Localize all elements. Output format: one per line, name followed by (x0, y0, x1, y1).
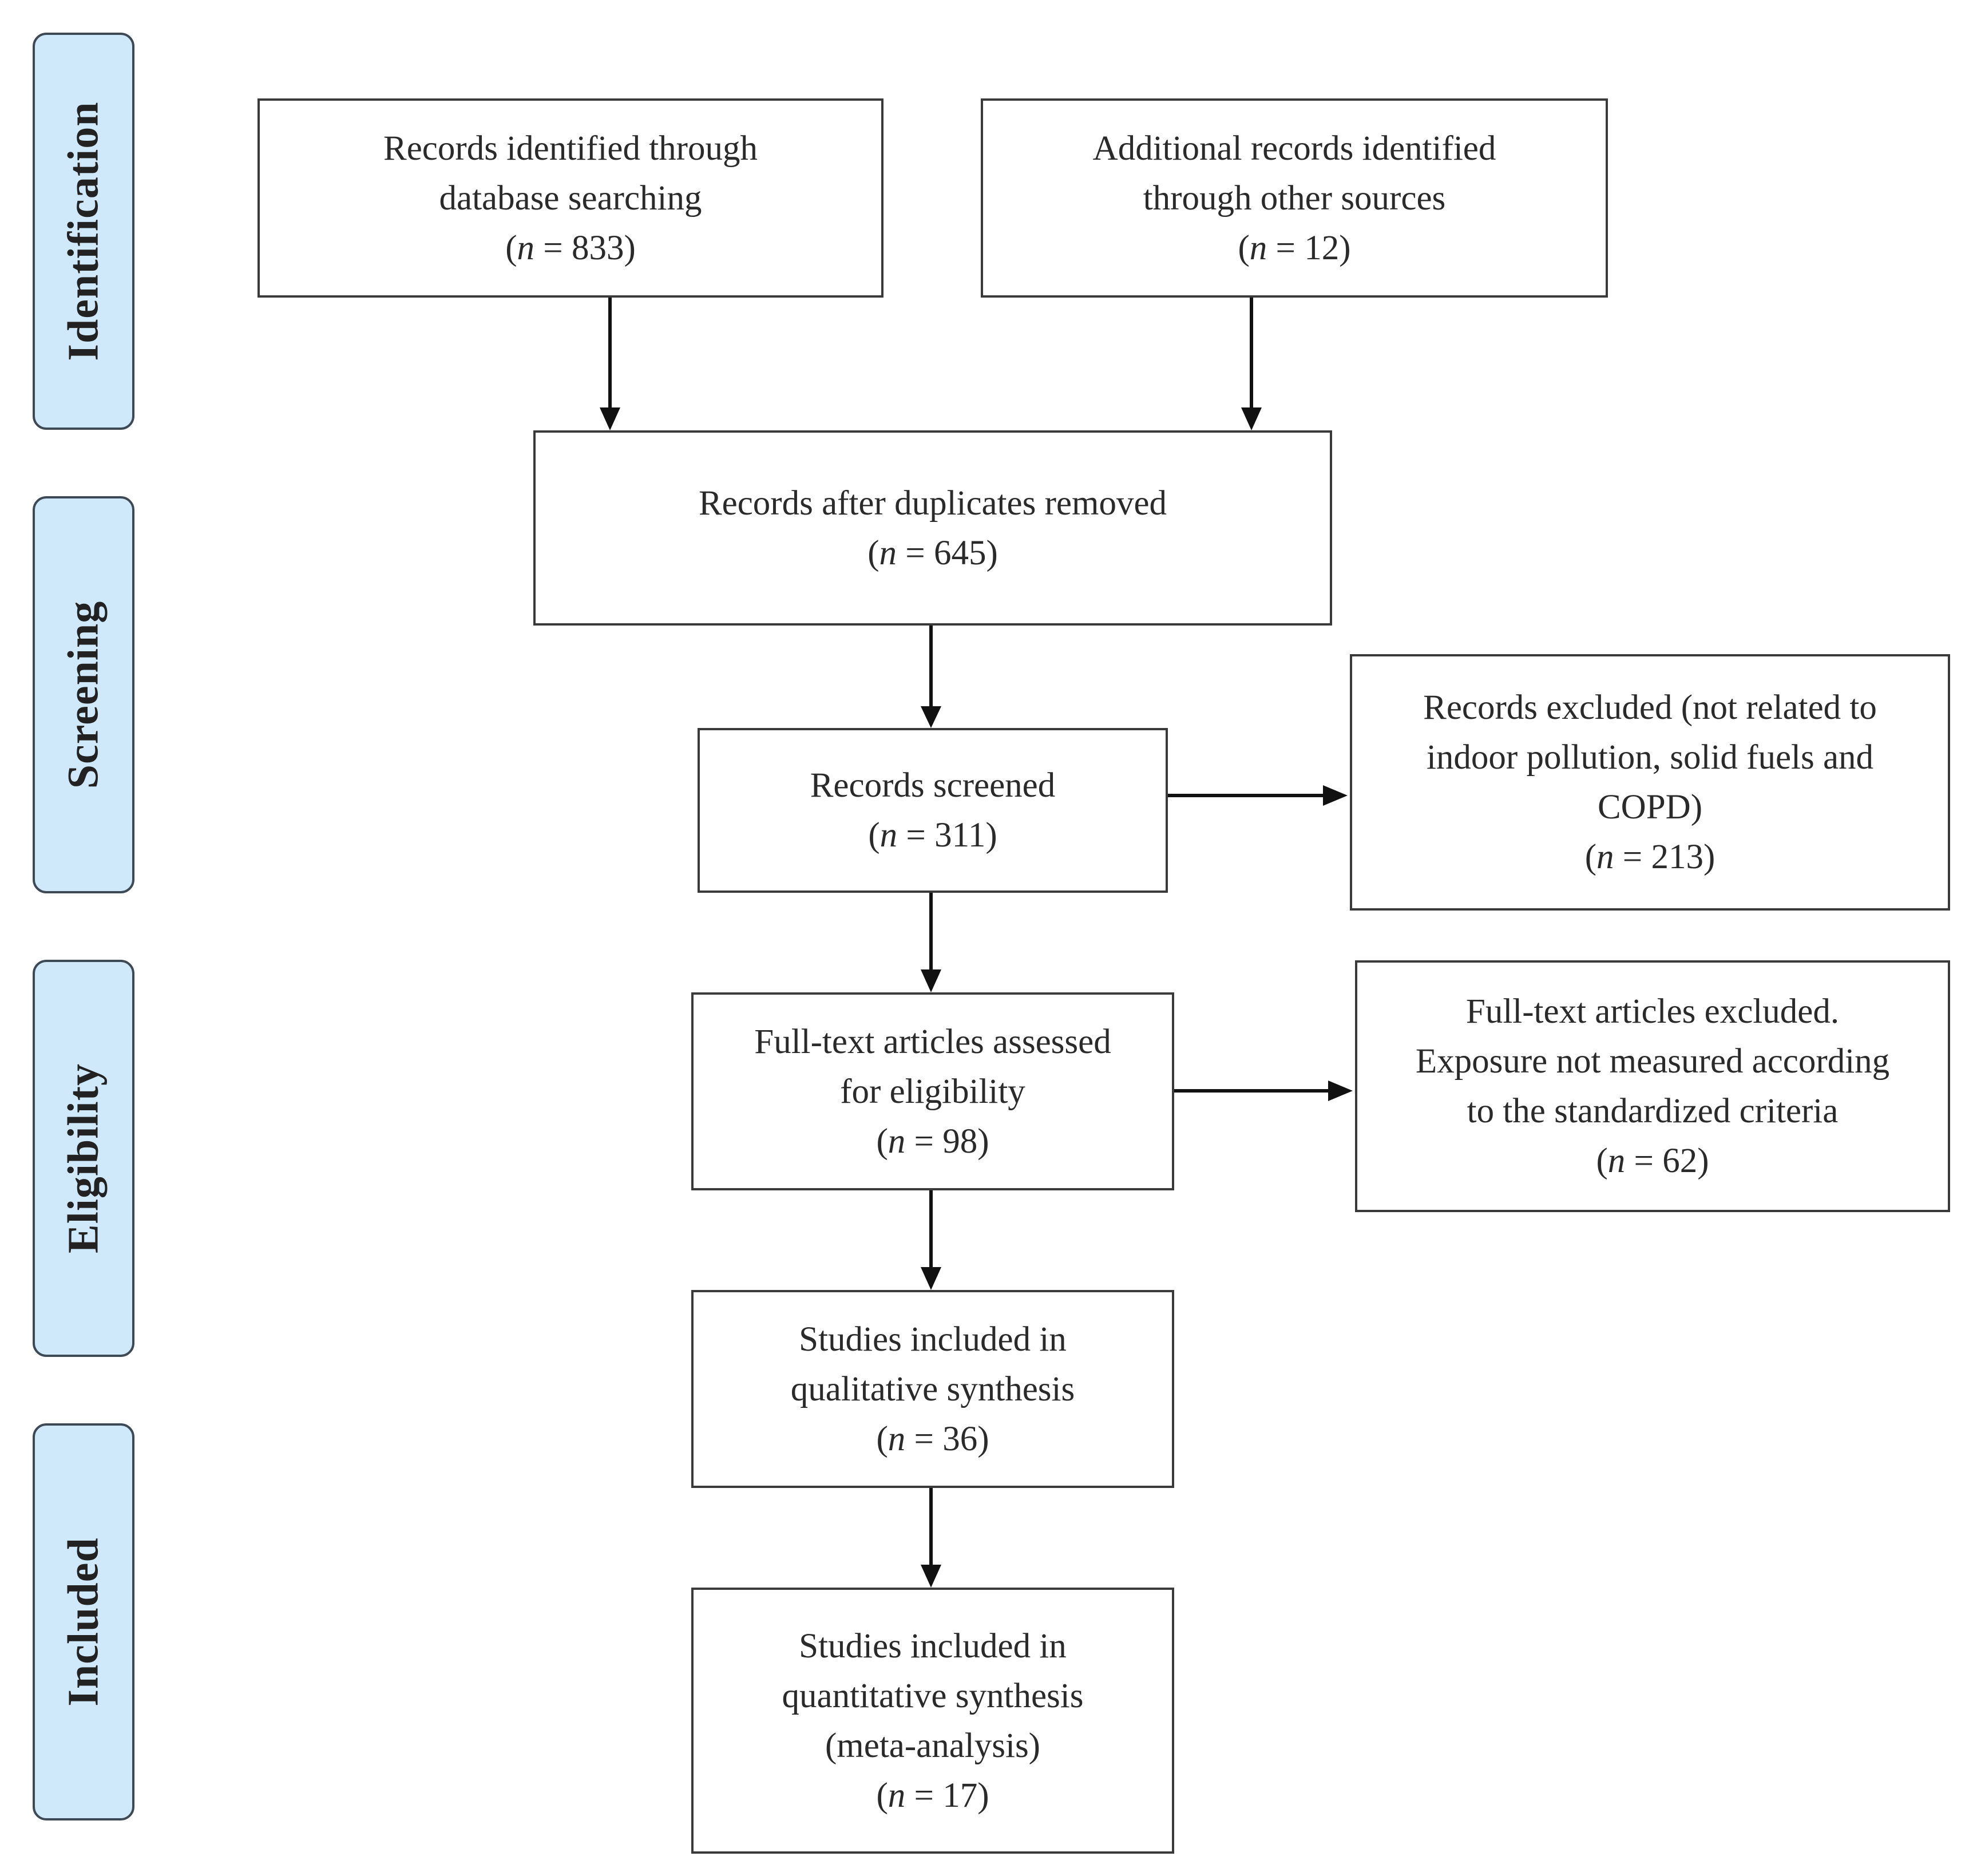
box-text-line: Exposure not measured according (1415, 1042, 1890, 1081)
arrowhead-screened-to-fulltext (921, 969, 941, 992)
record-count: (n = 36) (876, 1419, 989, 1458)
stage-screening: Screening (33, 496, 134, 893)
n-symbol: n (517, 228, 535, 267)
stage-eligibility: Eligibility (33, 960, 134, 1357)
n-symbol: n (1607, 1142, 1626, 1180)
count-value: 17 (942, 1776, 978, 1815)
box-records-excluded: Records excluded (not related to indoor … (1350, 654, 1950, 911)
n-symbol: n (879, 533, 897, 572)
box-text-line: Records after duplicates removed (698, 484, 1167, 523)
record-count: (n = 833) (505, 228, 636, 267)
stage-identification: Identification (33, 33, 134, 430)
arrowhead-screened-to-excluded (1323, 785, 1348, 806)
box-quantitative-synthesis: Studies included in quantitative synthes… (691, 1588, 1174, 1854)
record-count: (n = 12) (1238, 228, 1351, 267)
n-symbol: n (888, 1776, 906, 1815)
arrowhead-database-to-duplicates (600, 407, 620, 430)
count-value: 213 (1651, 838, 1703, 876)
record-count: (n = 645) (867, 533, 998, 572)
box-text-line: Records identified through (383, 129, 758, 168)
box-text-line: Records excluded (not related to (1423, 688, 1877, 727)
box-text-line: Records screened (810, 766, 1056, 805)
box-records-screened: Records screened (n = 311) (698, 728, 1168, 893)
box-text-line: qualitative synthesis (790, 1370, 1075, 1408)
box-fulltext-assessed: Full-text articles assessed for eligibil… (691, 992, 1174, 1190)
box-text-line: for eligibility (840, 1072, 1025, 1111)
count-value: 833 (571, 228, 624, 267)
arrowhead-fulltext-to-excluded (1328, 1081, 1353, 1101)
box-text-line: (meta-analysis) (825, 1726, 1040, 1765)
n-symbol: n (1249, 228, 1267, 267)
arrowhead-duplicates-to-screened (921, 706, 941, 728)
arrowhead-fulltext-to-qualitative (921, 1267, 941, 1290)
count-value: 645 (933, 533, 986, 572)
box-text-line: Full-text articles assessed (754, 1022, 1111, 1061)
arrowhead-qualitative-to-quantitative (921, 1565, 941, 1588)
box-text-line: Additional records identified (1092, 129, 1496, 168)
count-value: 98 (942, 1122, 978, 1161)
record-count: (n = 17) (876, 1776, 989, 1815)
box-text-line: quantitative synthesis (782, 1676, 1084, 1715)
count-value: 12 (1304, 228, 1340, 267)
n-symbol: n (879, 816, 898, 854)
count-value: 311 (934, 816, 986, 854)
box-fulltext-excluded: Full-text articles excluded. Exposure no… (1355, 960, 1950, 1212)
record-count: (n = 311) (868, 816, 997, 854)
box-text-line: to the standardized criteria (1467, 1092, 1839, 1130)
stage-label-identification: Identification (59, 101, 108, 361)
record-count: (n = 62) (1596, 1142, 1709, 1180)
box-text-line: Full-text articles excluded. (1465, 992, 1840, 1031)
box-after-duplicates: Records after duplicates removed (n = 64… (533, 430, 1332, 626)
record-count: (n = 98) (876, 1122, 989, 1161)
stage-included: Included (33, 1423, 134, 1820)
n-symbol: n (888, 1122, 906, 1161)
stage-label-eligibility: Eligibility (59, 1063, 108, 1253)
count-value: 62 (1662, 1142, 1698, 1180)
box-text-line: COPD) (1597, 788, 1703, 826)
box-text-line: through other sources (1143, 179, 1446, 217)
stage-label-included: Included (59, 1537, 108, 1707)
box-text-line: indoor pollution, solid fuels and (1426, 738, 1874, 777)
stage-label-screening: Screening (59, 600, 108, 789)
count-value: 36 (942, 1419, 978, 1458)
box-text-line: database searching (439, 179, 702, 217)
arrowhead-other-to-duplicates (1241, 407, 1262, 430)
n-symbol: n (1596, 838, 1614, 876)
box-other-sources: Additional records identified through ot… (981, 98, 1608, 298)
box-text-line: Studies included in (799, 1626, 1067, 1665)
record-count: (n = 213) (1584, 838, 1716, 876)
n-symbol: n (888, 1419, 906, 1458)
box-qualitative-synthesis: Studies included in qualitative synthesi… (691, 1290, 1174, 1488)
box-database-search: Records identified through database sear… (257, 98, 884, 298)
box-text-line: Studies included in (799, 1320, 1067, 1359)
